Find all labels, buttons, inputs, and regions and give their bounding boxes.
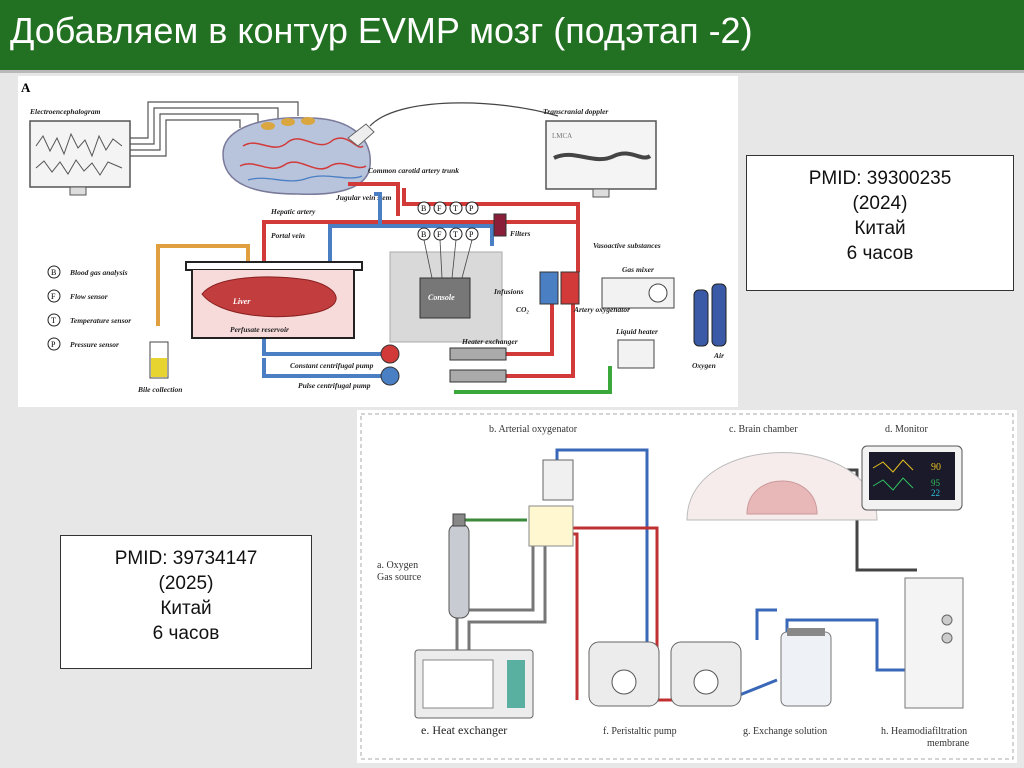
portal-label: Portal vein bbox=[271, 231, 305, 240]
year-text: (2025) bbox=[158, 573, 214, 594]
oxygen-source-label-1: a. Oxygen bbox=[377, 560, 418, 571]
legend-letter-b: B bbox=[51, 268, 56, 277]
oxygen-cylinder-icon bbox=[448, 513, 470, 619]
figure-b-brain-perfusion-setup: b. Arterial oxygenator c. Brain chamber … bbox=[357, 410, 1017, 763]
legend-letter-t: T bbox=[51, 316, 56, 325]
heat-exchanger-label: e. Heat exchanger bbox=[421, 723, 507, 737]
pmid-text: PMID: 39300235 bbox=[808, 168, 952, 189]
oxygenator-label: Artery oxygenator bbox=[573, 305, 630, 314]
svg-text:F: F bbox=[437, 230, 442, 239]
pmid-text: PMID: 39734147 bbox=[114, 548, 258, 569]
vasoactive-label: Vasoactive substances bbox=[593, 241, 661, 250]
exchange-solution-label: g. Exchange solution bbox=[743, 726, 827, 737]
legend-letter-p: P bbox=[51, 340, 56, 349]
legend-label-p: Pressure sensor bbox=[70, 340, 119, 349]
gas-cylinder-icon bbox=[693, 283, 727, 347]
brain-chamber-icon bbox=[686, 452, 878, 521]
carotid-label: Common carotid artery trunk bbox=[368, 166, 459, 175]
peristaltic-pump-label: f. Peristaltic pump bbox=[603, 726, 677, 737]
perfusate-label: Perfusate reservoir bbox=[230, 325, 289, 334]
svg-text:P: P bbox=[469, 230, 474, 239]
figure-a-svg: A Electroencephalogram Transcranial dopp… bbox=[21, 80, 727, 394]
brain-icon bbox=[222, 117, 371, 196]
hepatic-label: Hepatic artery bbox=[270, 207, 316, 216]
legend-label-t: Temperature sensor bbox=[70, 316, 131, 325]
centrifugal-pump-icon bbox=[380, 344, 400, 386]
console-icon bbox=[389, 239, 503, 343]
figure-a-liver-brain-perfusion-diagram: A Electroencephalogram Transcranial dopp… bbox=[18, 76, 738, 407]
liver-label: Liver bbox=[232, 297, 251, 306]
title-underline bbox=[0, 70, 1024, 73]
heat-exchanger-icon bbox=[414, 649, 534, 719]
gas-mixer-label: Gas mixer bbox=[622, 265, 654, 274]
duration-text: 6 часов bbox=[846, 243, 914, 264]
oxygen-source-label-2: Gas source bbox=[377, 572, 422, 583]
svg-text:B: B bbox=[421, 230, 426, 239]
hemodiafiltration-label-1: h. Heamodiafiltration bbox=[881, 726, 967, 737]
svg-text:T: T bbox=[453, 204, 458, 213]
hemodiafiltration-unit-icon bbox=[904, 577, 964, 709]
console-label: Console bbox=[428, 293, 455, 302]
co2-label: CO₂ bbox=[516, 305, 529, 314]
figure-b-svg: b. Arterial oxygenator c. Brain chamber … bbox=[360, 413, 1014, 760]
heat-exchanger-icon bbox=[449, 347, 507, 383]
gas-mixer-icon bbox=[601, 277, 675, 309]
filters-label: Filters bbox=[510, 229, 531, 238]
oxygenator-label: b. Arterial oxygenator bbox=[489, 424, 578, 435]
monitor-value-3: 22 bbox=[931, 488, 940, 498]
duration-text: 6 часов bbox=[152, 623, 220, 644]
country-text: Китай bbox=[854, 218, 906, 239]
bile-beaker-icon bbox=[149, 341, 169, 379]
eeg-monitor-icon bbox=[29, 120, 131, 196]
doppler-probe-icon bbox=[347, 102, 559, 147]
bile-label: Bile collection bbox=[137, 385, 182, 394]
legend-label-b: Blood gas analysis bbox=[69, 268, 128, 277]
svg-text:B: B bbox=[421, 204, 426, 213]
monitor-value-1: 90 bbox=[931, 462, 941, 473]
tcd-monitor-icon bbox=[545, 120, 657, 198]
perfusate-reservoir-icon bbox=[185, 261, 363, 339]
heater-exchanger-label: Heater exchanger bbox=[461, 337, 518, 346]
info-box-study-2: PMID: 39734147 (2025) Китай 6 часов bbox=[60, 535, 312, 669]
svg-text:T: T bbox=[453, 230, 458, 239]
info-box-study-1: PMID: 39300235 (2024) Китай 6 часов bbox=[746, 155, 1014, 291]
jugular-label: Jugular vein stem bbox=[335, 193, 392, 202]
eeg-label: Electroencephalogram bbox=[29, 107, 101, 116]
svg-text:P: P bbox=[469, 204, 474, 213]
peristaltic-pump-icon bbox=[588, 641, 742, 707]
sensor-legend: B Blood gas analysis F Flow sensor T Tem… bbox=[47, 265, 131, 351]
exchange-solution-bottle-icon bbox=[780, 628, 832, 707]
tcd-label: Transcranial doppler bbox=[543, 107, 608, 116]
air-label: Air bbox=[713, 351, 724, 360]
arterial-oxygenator-icon bbox=[528, 459, 574, 547]
year-text: (2024) bbox=[852, 193, 908, 214]
title-bar: Добавляем в контур EVMP мозг (подэтап -2… bbox=[0, 0, 1024, 70]
eeg-wires bbox=[130, 101, 299, 157]
sensor-cluster-upper: B F T P bbox=[417, 201, 479, 215]
oxygenator-icon bbox=[539, 271, 580, 305]
monitor-label: d. Monitor bbox=[885, 424, 928, 435]
pulse-pump-label: Pulse centrifugal pump bbox=[298, 381, 371, 390]
liquid-heater-icon bbox=[617, 339, 655, 369]
country-text: Китай bbox=[160, 598, 212, 619]
svg-text:F: F bbox=[437, 204, 442, 213]
infusions-label: Infusions bbox=[493, 287, 524, 296]
constant-pump-label: Constant centrifugal pump bbox=[290, 361, 374, 370]
legend-label-f: Flow sensor bbox=[70, 292, 108, 301]
filter-icon bbox=[493, 213, 507, 237]
monitor-value-2: 95 bbox=[931, 478, 941, 488]
oxygen-label: Oxygen bbox=[692, 361, 716, 370]
slide-title: Добавляем в контур EVMP мозг (подэтап -2… bbox=[10, 10, 753, 51]
patient-monitor-icon bbox=[861, 445, 963, 511]
hemodiafiltration-label-2: membrane bbox=[927, 738, 970, 749]
legend-letter-f: F bbox=[51, 292, 56, 301]
lmca-label: LMCA bbox=[552, 132, 572, 140]
brain-chamber-label: c. Brain chamber bbox=[729, 424, 798, 435]
sensor-cluster-lower: B F T P bbox=[417, 227, 479, 241]
liquid-heater-label: Liquid heater bbox=[615, 327, 658, 336]
panel-letter: A bbox=[21, 80, 31, 95]
